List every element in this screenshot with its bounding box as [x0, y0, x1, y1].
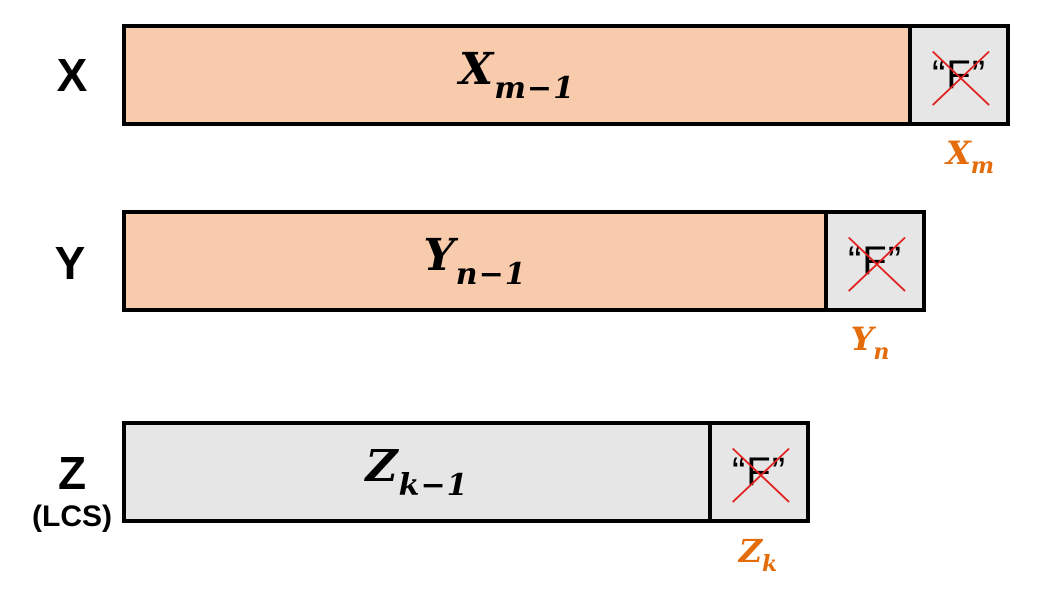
last-element-label-z: Zk — [738, 532, 778, 577]
row-label-y-text: Y — [54, 237, 86, 289]
prefix-label-y: Yn−1 — [423, 230, 527, 292]
prefix-label-z: Zk−1 — [365, 441, 469, 503]
prefix-label-x: Xm−1 — [459, 44, 575, 106]
prefix-segment-z: Zk−1 — [126, 425, 708, 519]
row-label-x: X — [44, 52, 100, 98]
prefix-segment-x: Xm−1 — [126, 28, 908, 122]
cross-mark-icon — [732, 447, 790, 503]
cross-mark-icon — [848, 236, 906, 292]
last-char-cell-y: “F” — [824, 214, 922, 308]
sequence-bar-y: Yn−1 “F” — [122, 210, 926, 312]
row-label-z-text: Z — [57, 447, 87, 499]
prefix-segment-y: Yn−1 — [126, 214, 824, 308]
cross-mark-icon — [932, 50, 990, 106]
last-char-cell-z: “F” — [708, 425, 806, 519]
row-label-z-sublabel: (LCS) — [32, 500, 112, 533]
sequence-bar-x: Xm−1 “F” — [122, 24, 1010, 126]
sequence-bar-z: Zk−1 “F” — [122, 421, 810, 523]
row-label-y: Y — [42, 240, 98, 286]
last-element-label-y: Yn — [850, 320, 890, 365]
last-char-cell-x: “F” — [908, 28, 1006, 122]
last-element-label-x: Xm — [945, 134, 995, 179]
row-label-x-text: X — [56, 49, 88, 101]
row-label-z: Z (LCS) — [22, 450, 122, 534]
